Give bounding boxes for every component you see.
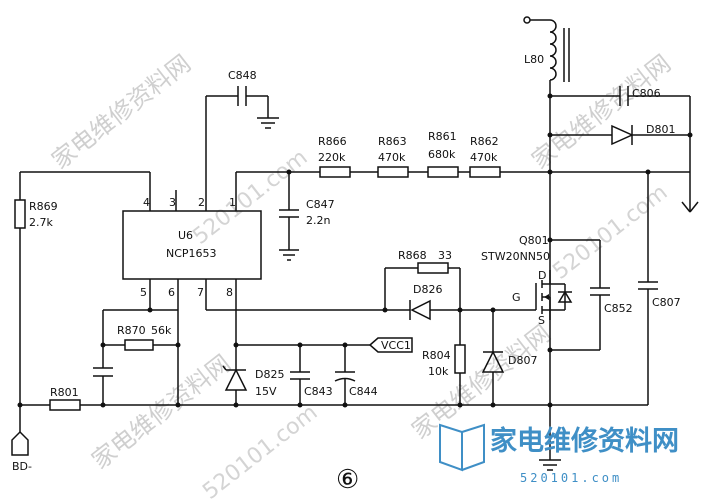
- capacitor-c847: C847 2.2n: [279, 172, 335, 261]
- r862-ref: R862: [470, 135, 499, 148]
- r863-ref: R863: [378, 135, 407, 148]
- c844-ref: C844: [349, 385, 378, 398]
- c847-ref: C847: [306, 198, 335, 211]
- r801-ref: R801: [50, 386, 79, 399]
- ic-u6: U6 NCP1653 4 3 2 1 5 6 7 8: [122, 96, 262, 345]
- diode-d807: D807: [481, 310, 537, 405]
- watermark-site-name: 家电维修资料网: [46, 49, 196, 174]
- r866-value: 220k: [318, 151, 346, 164]
- q801-drain-label: D: [538, 269, 546, 282]
- c806-ref: C806: [632, 87, 661, 100]
- brand-logo: 家电维修资料网 520101.com: [439, 423, 679, 485]
- r869-value: 2.7k: [29, 216, 53, 229]
- r861-ref: R861: [428, 130, 457, 143]
- inductor-l80: L80: [523, 16, 570, 96]
- d807-ref: D807: [508, 354, 537, 367]
- ground-rail: R801: [17, 386, 648, 471]
- c852-ref: C852: [604, 302, 633, 315]
- pin-5: 5: [140, 286, 147, 299]
- capacitor-c848: C848: [206, 69, 279, 129]
- l80-ref: L80: [524, 53, 544, 66]
- pin-6: 6: [168, 286, 175, 299]
- figure-number: ⑥: [336, 465, 359, 495]
- d801-ref: D801: [646, 123, 675, 136]
- ic-ref: U6: [178, 229, 193, 242]
- r868-value: 33: [438, 249, 452, 262]
- bd-label: BD-: [12, 460, 32, 473]
- d825-value: 15V: [255, 385, 277, 398]
- zener-d825: D825 15V: [222, 342, 370, 405]
- resistor-r869: R869 2.7k: [14, 171, 150, 405]
- watermark-url: 520101.com: [188, 145, 312, 250]
- c847-value: 2.2n: [306, 214, 330, 227]
- pin-1: 1: [229, 196, 236, 209]
- watermark-url: 520101.com: [198, 400, 322, 503]
- brand-url: 520101.com: [520, 471, 622, 485]
- r866-ref: R866: [318, 135, 347, 148]
- pin-4: 4: [143, 196, 150, 209]
- pin-8: 8: [226, 286, 233, 299]
- d826-ref: D826: [413, 283, 442, 296]
- r861-value: 680k: [428, 148, 456, 161]
- pin-3: 3: [169, 196, 176, 209]
- r868-ref: R868: [398, 249, 427, 262]
- q801-source-label: S: [538, 314, 545, 327]
- r870-value: 56k: [151, 324, 172, 337]
- pin-2: 2: [198, 196, 205, 209]
- q801-gate-label: G: [512, 291, 521, 304]
- gate-drive: R868 33 D826: [206, 249, 536, 321]
- ic-body: [122, 210, 262, 280]
- mosfet-q801: Q801 STW20NN50 D G S C852: [481, 234, 633, 353]
- r804-value: 10k: [428, 365, 449, 378]
- capacitor-c807: C807: [638, 172, 681, 405]
- capacitor-c806: C806: [547, 86, 691, 405]
- bd-minus-terminal: BD-: [11, 405, 32, 473]
- r869-ref: R869: [29, 200, 58, 213]
- book-logo-icon: [439, 423, 485, 472]
- c848-ref: C848: [228, 69, 257, 82]
- capacitor-c844: C844: [334, 342, 378, 405]
- q801-ref: Q801: [519, 234, 549, 247]
- r862-value: 470k: [470, 151, 498, 164]
- r870-ref: R870: [117, 324, 146, 337]
- watermark-site-name: 家电维修资料网: [526, 49, 676, 174]
- r804-ref: R804: [422, 349, 451, 362]
- q801-part: STW20NN50: [481, 250, 550, 263]
- vcc1-terminal: VCC1: [368, 337, 413, 353]
- divider-chain: R866 220k R863 470k R861 680k R862 470k: [236, 130, 690, 178]
- c807-ref: C807: [652, 296, 681, 309]
- d825-ref: D825: [255, 368, 284, 381]
- ic-part: NCP1653: [166, 247, 217, 260]
- diode-d801: D801: [547, 123, 693, 146]
- resistor-r870: R870 56k: [93, 307, 181, 405]
- r863-value: 470k: [378, 151, 406, 164]
- resistor-r804: R804 10k: [422, 310, 466, 405]
- output-arrow-icon: [681, 172, 699, 213]
- watermark-url: 520101.com: [548, 180, 672, 285]
- capacitor-c843: C843: [290, 342, 333, 405]
- pin-7: 7: [197, 286, 204, 299]
- vcc1-label: VCC1: [381, 339, 411, 352]
- brand-name: 家电维修资料网: [490, 425, 679, 457]
- c843-ref: C843: [304, 385, 333, 398]
